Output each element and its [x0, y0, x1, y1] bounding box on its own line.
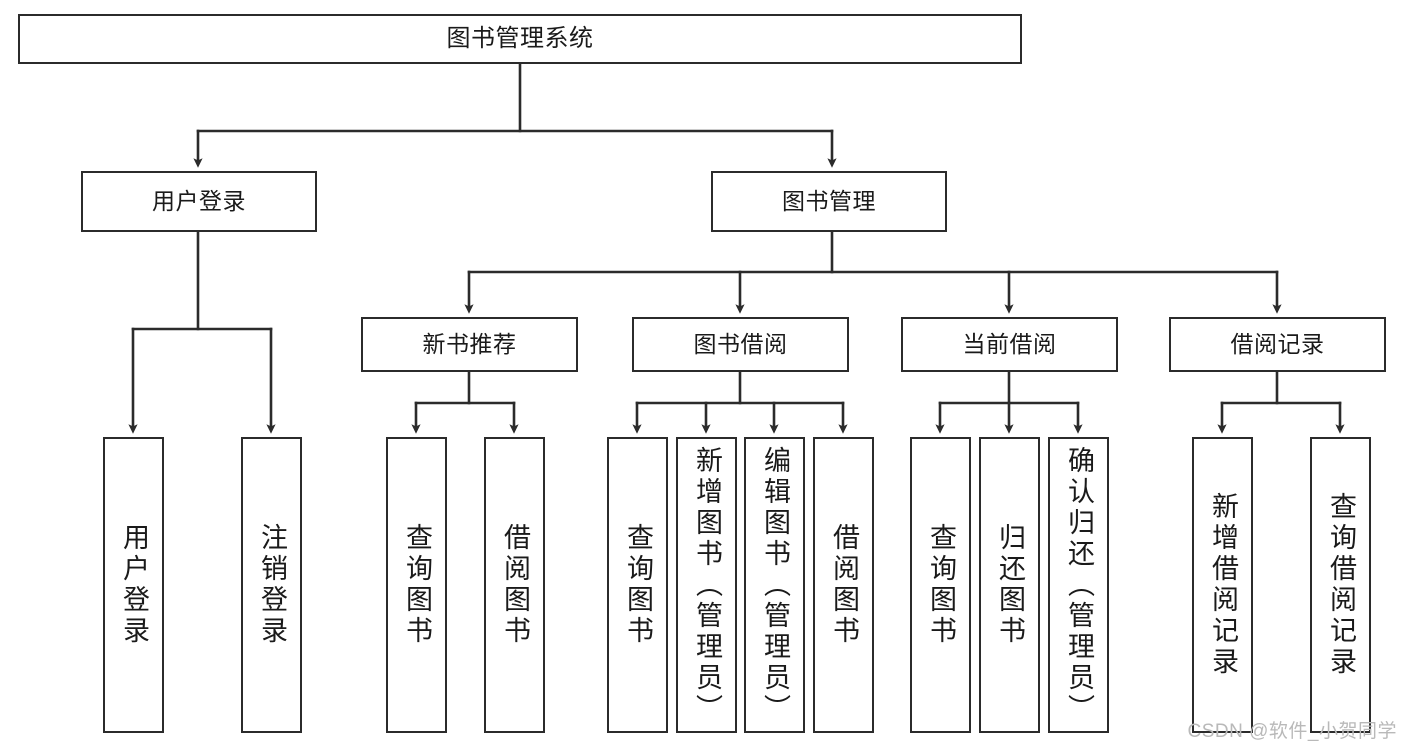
node-leaf-query-book-2-label: 查询图书 — [623, 523, 653, 647]
node-leaf-add-book[interactable]: 新增图书（管理员） — [676, 437, 737, 733]
node-borrow-record-label: 借阅记录 — [1230, 331, 1325, 358]
node-leaf-borrow-book-1[interactable]: 借阅图书 — [484, 437, 545, 733]
node-root[interactable]: 图书管理系统 — [18, 14, 1022, 64]
node-leaf-query-book-3-label: 查询图书 — [926, 523, 956, 647]
node-leaf-return-book[interactable]: 归还图书 — [979, 437, 1040, 733]
node-leaf-borrow-book-1-label: 借阅图书 — [500, 523, 530, 647]
node-book-borrow[interactable]: 图书借阅 — [632, 317, 849, 372]
node-leaf-add-book-label: 新增图书（管理员） — [692, 445, 722, 725]
node-leaf-logout-login[interactable]: 注销登录 — [241, 437, 302, 733]
node-leaf-logout-login-label: 注销登录 — [257, 523, 287, 647]
node-book-manage-label: 图书管理 — [782, 188, 876, 215]
node-leaf-query-book-1-label: 查询图书 — [402, 523, 432, 647]
node-user-login[interactable]: 用户登录 — [81, 171, 317, 232]
node-leaf-edit-book-label: 编辑图书（管理员） — [760, 445, 790, 725]
node-borrow-record[interactable]: 借阅记录 — [1169, 317, 1386, 372]
node-leaf-edit-book[interactable]: 编辑图书（管理员） — [744, 437, 805, 733]
node-leaf-user-login-label: 用户登录 — [119, 523, 149, 647]
node-root-label: 图书管理系统 — [446, 25, 594, 53]
node-current-borrow-label: 当前借阅 — [962, 331, 1057, 358]
node-book-borrow-label: 图书借阅 — [693, 331, 788, 358]
node-new-book-recommend-label: 新书推荐 — [422, 331, 517, 358]
node-leaf-confirm-return-label: 确认归还（管理员） — [1064, 445, 1094, 725]
node-book-manage[interactable]: 图书管理 — [711, 171, 947, 232]
node-leaf-user-login[interactable]: 用户登录 — [103, 437, 164, 733]
node-leaf-borrow-book-2[interactable]: 借阅图书 — [813, 437, 874, 733]
node-leaf-query-record-label: 查询借阅记录 — [1326, 492, 1356, 678]
node-leaf-query-book-3[interactable]: 查询图书 — [910, 437, 971, 733]
node-leaf-return-book-label: 归还图书 — [995, 523, 1025, 647]
node-leaf-query-record[interactable]: 查询借阅记录 — [1310, 437, 1371, 733]
node-new-book-recommend[interactable]: 新书推荐 — [361, 317, 578, 372]
node-user-login-label: 用户登录 — [152, 188, 246, 215]
node-leaf-add-record-label: 新增借阅记录 — [1208, 492, 1238, 678]
node-current-borrow[interactable]: 当前借阅 — [901, 317, 1118, 372]
node-leaf-query-book-1[interactable]: 查询图书 — [386, 437, 447, 733]
node-leaf-add-record[interactable]: 新增借阅记录 — [1192, 437, 1253, 733]
node-leaf-confirm-return[interactable]: 确认归还（管理员） — [1048, 437, 1109, 733]
node-leaf-borrow-book-2-label: 借阅图书 — [829, 523, 859, 647]
node-leaf-query-book-2[interactable]: 查询图书 — [607, 437, 668, 733]
csdn-watermark: CSDN @软件_小贺同学 — [1187, 721, 1397, 742]
